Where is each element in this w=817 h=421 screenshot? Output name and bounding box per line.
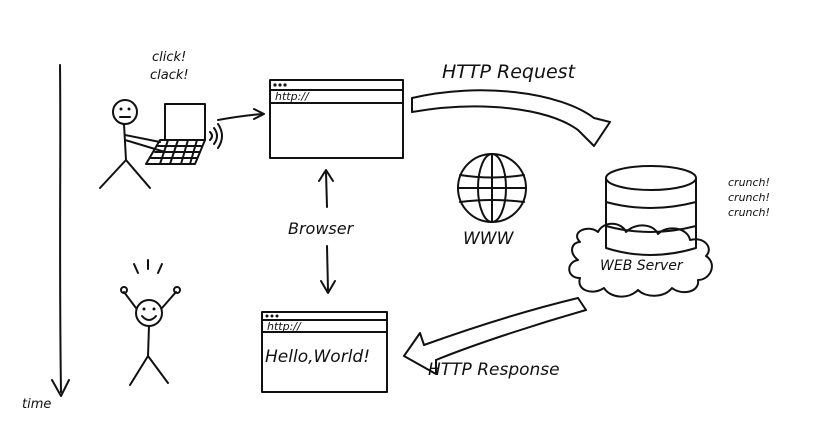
web-server: WEB Server crunch! crunch! crunch!: [568, 165, 770, 298]
request-arrow-bottom-edge: [411, 105, 579, 131]
globe-icon: WWW: [457, 153, 527, 249]
happy-user-eye-left: [142, 307, 146, 311]
page-content-text: Hello,World!: [265, 347, 370, 367]
user-eye-left: [119, 107, 123, 111]
http-response-label: HTTP Response: [428, 360, 560, 380]
window-dot-icon: [265, 314, 269, 318]
browser-down-arrowhead: [320, 280, 336, 294]
browser-relationship: Browser: [288, 169, 355, 294]
user-body: [123, 123, 127, 161]
happy-user-hand-left: [120, 286, 128, 294]
browser-down-arrow: [326, 245, 329, 291]
laptop-keyboard: [145, 139, 206, 165]
time-label: time: [22, 397, 51, 412]
crunch-label: crunch!: [728, 191, 770, 204]
clack-label: clack!: [150, 68, 189, 83]
happy-user-legs: [129, 355, 169, 386]
time-axis-arrowhead: [51, 379, 70, 397]
happy-user-head: [135, 299, 163, 327]
crunch-label: crunch!: [728, 176, 770, 189]
http-response-flow: HTTP Response: [403, 297, 587, 380]
happy-user-hand-right: [173, 286, 181, 294]
http-request-flow: HTTP Request: [411, 61, 611, 147]
window-dot-icon: [278, 83, 282, 87]
globe-parallels: [457, 174, 527, 203]
happy-user-body: [147, 325, 150, 357]
response-arrow-bottom-edge: [435, 309, 587, 361]
window-dot-icon: [283, 83, 287, 87]
database-rings: [605, 201, 697, 233]
user-with-laptop: [99, 99, 265, 189]
laptop-keys: [150, 139, 202, 165]
browser-window-request: http://: [269, 79, 404, 159]
http-request-label: HTTP Request: [442, 61, 577, 83]
time-axis-line: [59, 64, 62, 393]
address-bar-text: http://: [267, 320, 302, 333]
window-dot-icon: [273, 83, 277, 87]
click-label: click!: [152, 50, 186, 65]
happy-user-eye-right: [152, 307, 156, 311]
browser-up-arrow: [325, 171, 328, 208]
browser-up-arrowhead: [318, 169, 334, 182]
address-bar-text: http://: [275, 90, 310, 103]
window-dot-icon: [270, 314, 274, 318]
browser-window-response: http:// Hello,World!: [261, 311, 388, 393]
browser-frame-top: [269, 79, 404, 159]
laptop-screen: [164, 103, 206, 141]
www-label: WWW: [463, 229, 515, 249]
happy-user-smile: [141, 315, 157, 321]
cloud-outline: [568, 222, 713, 298]
response-arrowhead: [403, 332, 437, 375]
database-body: [605, 177, 697, 256]
user-to-browser-arrowhead: [253, 108, 265, 120]
user-eye-right: [127, 107, 131, 111]
response-arrow-tail: [577, 297, 587, 311]
happy-user: [120, 259, 181, 386]
web-server-label: WEB Server: [600, 258, 684, 274]
browser-label: Browser: [288, 219, 355, 238]
wifi-signal-icon: [209, 123, 223, 149]
user-to-browser-arrow: [217, 113, 263, 121]
happy-user-arms: [123, 291, 177, 309]
time-axis: time: [22, 64, 70, 412]
user-head: [112, 99, 138, 125]
crunch-label: crunch!: [728, 206, 770, 219]
user-legs: [99, 159, 151, 189]
database-top: [605, 165, 697, 191]
request-arrow-top-edge: [411, 89, 595, 119]
user-arms: [124, 134, 166, 153]
window-dot-icon: [275, 314, 279, 318]
response-arrow-top-edge: [423, 297, 579, 346]
excitement-lines: [133, 259, 163, 274]
request-arrowhead: [577, 117, 611, 147]
browser-frame-bottom: [261, 311, 388, 393]
